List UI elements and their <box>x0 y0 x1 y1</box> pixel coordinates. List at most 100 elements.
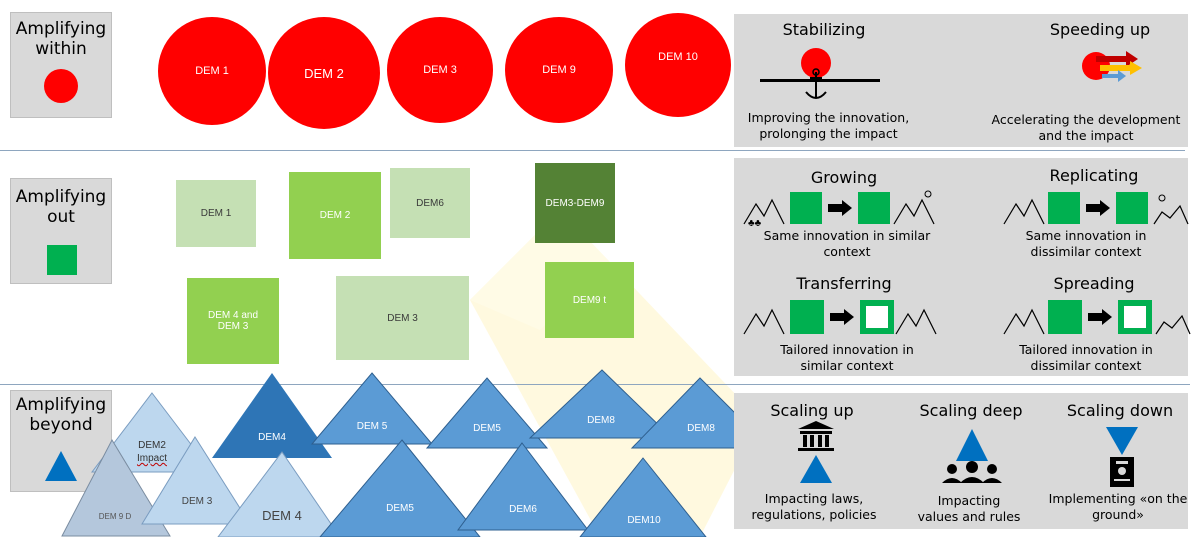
speeding-up-desc-line2: and the impact <box>1038 128 1134 143</box>
scaling-deep-icon <box>942 429 1002 483</box>
out-square-dem4-dem3: DEM 4 and DEM 3 <box>187 278 279 364</box>
triangle-label-dem4-bottom: DEM 4 <box>262 508 302 523</box>
within-circle-label: DEM 1 <box>195 65 229 77</box>
spreading-desc-line1: Tailored innovation in <box>1019 342 1153 357</box>
scaling-deep-desc-line1: Impacting <box>937 493 1001 508</box>
transferring-title: Transferring <box>796 274 892 293</box>
scaling-up-desc-line1: Impacting laws, <box>764 491 864 506</box>
spreading-title: Spreading <box>1053 274 1135 293</box>
out-square-label: DEM 3 <box>387 312 418 324</box>
triangle-label-dem2-line1: DEM2 <box>138 440 166 451</box>
beyond-triangle-dem8-a <box>528 369 674 439</box>
triangle-label-dem3: DEM 3 <box>181 496 213 507</box>
within-circle-dem10: DEM 10 <box>625 13 731 117</box>
beyond-triangle-dem5-bottom <box>319 439 481 537</box>
scaling-up-title: Scaling up <box>770 401 854 420</box>
beyond-triangle-dem2-impact <box>90 392 214 473</box>
out-square-label: DEM 4 and <box>207 310 259 321</box>
triangle-label-dem8-a: DEM8 <box>587 415 615 426</box>
within-circle-label: DEM 9 <box>542 64 576 76</box>
scaling-up-desc-line2: regulations, policies <box>751 507 877 522</box>
beyond-triangle-dem5-mid <box>425 377 549 449</box>
anchor-icon <box>760 48 880 99</box>
row-separator-1 <box>0 150 1185 151</box>
out-square-dem2: DEM 2 <box>289 172 381 259</box>
growing-desc-line1: Same innovation in similar <box>763 228 931 243</box>
scaling-down-title: Scaling down <box>1066 401 1174 420</box>
out-square-dem9t: DEM9 t <box>545 262 634 338</box>
scaling-down-desc-line1: Implementing «on the <box>1048 491 1188 506</box>
transferring-desc-line2: similar context <box>800 358 894 373</box>
scaling-up-icon <box>798 421 834 483</box>
beyond-triangle-dem3 <box>141 436 251 525</box>
within-circle-dem9: DEM 9 <box>505 17 613 123</box>
growing-desc-line2: context <box>823 244 871 259</box>
svg-text:♣♣: ♣♣ <box>748 218 762 228</box>
replicating-desc-line1: Same innovation in <box>1025 228 1147 243</box>
out-square-label: DEM 3 <box>217 321 249 332</box>
spreading-icon <box>1003 300 1191 335</box>
stabilizing-desc-line1: Improving the innovation, <box>747 110 910 125</box>
triangle-label-dem8-b: DEM8 <box>687 423 715 434</box>
row-label-within: Amplifying within <box>10 12 112 118</box>
row-label-within-line2: within <box>35 39 87 59</box>
green-square-icon <box>47 245 77 275</box>
spreading-desc-line2: dissimilar context <box>1030 358 1142 373</box>
stabilizing-desc-line2: prolonging the impact <box>759 126 898 141</box>
beyond-triangle-dem4-bottom <box>217 451 341 537</box>
panel-beyond: Scaling up Impacting laws, regulations, … <box>734 393 1188 529</box>
beyond-triangle-dem10 <box>579 457 707 537</box>
beyond-triangle-dem6 <box>457 442 590 531</box>
out-square-label: DEM6 <box>416 198 444 209</box>
blue-triangle-icon <box>45 451 77 481</box>
row-label-beyond-line2: beyond <box>29 415 93 435</box>
stabilizing-title: Stabilizing <box>782 20 866 39</box>
speeding-up-desc-line1: Accelerating the development <box>991 112 1181 127</box>
within-circle-dem3: DEM 3 <box>387 17 493 123</box>
beyond-triangle-dem5-top <box>310 372 434 445</box>
triangle-label-dem4-top: DEM4 <box>258 432 286 443</box>
triangle-label-dem2-line2: Impact <box>136 453 167 464</box>
beyond-triangles <box>61 369 772 537</box>
transferring-icon <box>743 300 937 335</box>
out-square-label: DEM 2 <box>319 210 351 221</box>
triangle-label-dem9d: DEM 9 D <box>98 512 132 521</box>
transferring-desc-line1: Tailored innovation in <box>780 342 914 357</box>
replicating-icon <box>1003 192 1189 225</box>
within-circle-dem2: DEM 2 <box>268 17 380 129</box>
scaling-down-desc-line2: ground» <box>1092 507 1144 522</box>
row-label-beyond-line1: Amplifying <box>15 395 107 415</box>
growing-title: Growing <box>810 168 878 187</box>
growing-icon: ♣♣ <box>743 190 935 228</box>
out-square-dem6: DEM6 <box>390 168 470 238</box>
out-square-label: DEM9 t <box>572 294 607 306</box>
red-circle-icon <box>44 69 78 103</box>
out-square-label: DEM 1 <box>200 208 232 219</box>
scaling-deep-title: Scaling deep <box>919 401 1023 420</box>
out-square-label: DEM3-DEM9 <box>545 197 605 209</box>
replicating-title: Replicating <box>1049 166 1139 185</box>
speed-arrows-icon <box>1082 51 1142 82</box>
triangle-label-dem5-bottom: DEM5 <box>386 503 414 514</box>
row-label-within-line1: Amplifying <box>15 19 107 39</box>
out-square-dem3-dem9: DEM3-DEM9 <box>535 163 615 243</box>
within-circle-label: DEM 10 <box>658 51 698 63</box>
triangle-label-dem10: DEM10 <box>627 515 661 526</box>
within-circle-label: DEM 3 <box>423 64 457 76</box>
replicating-desc-line2: dissimilar context <box>1030 244 1142 259</box>
triangle-label-dem5-mid: DEM5 <box>473 423 501 434</box>
beyond-triangle-dem9d <box>61 438 171 537</box>
panel-within: Stabilizing Improving the innovation, pr… <box>734 14 1188 147</box>
row-label-out: Amplifying out <box>10 178 112 284</box>
scaling-down-icon <box>1106 427 1138 487</box>
row-label-out-line1: Amplifying <box>15 187 107 207</box>
scaling-deep-desc-line2: values and rules <box>917 509 1021 524</box>
within-circle-dem1: DEM 1 <box>158 17 266 125</box>
panel-out: Growing ♣♣ Same innovation in similar co… <box>734 158 1191 376</box>
beyond-triangle-dem4-top <box>212 373 332 458</box>
triangle-label-dem5-top: DEM 5 <box>356 421 388 432</box>
speeding-up-title: Speeding up <box>1049 20 1151 39</box>
out-square-dem3: DEM 3 <box>336 276 469 360</box>
out-square-dem1: DEM 1 <box>176 180 256 247</box>
row-label-out-line2: out <box>47 207 75 227</box>
